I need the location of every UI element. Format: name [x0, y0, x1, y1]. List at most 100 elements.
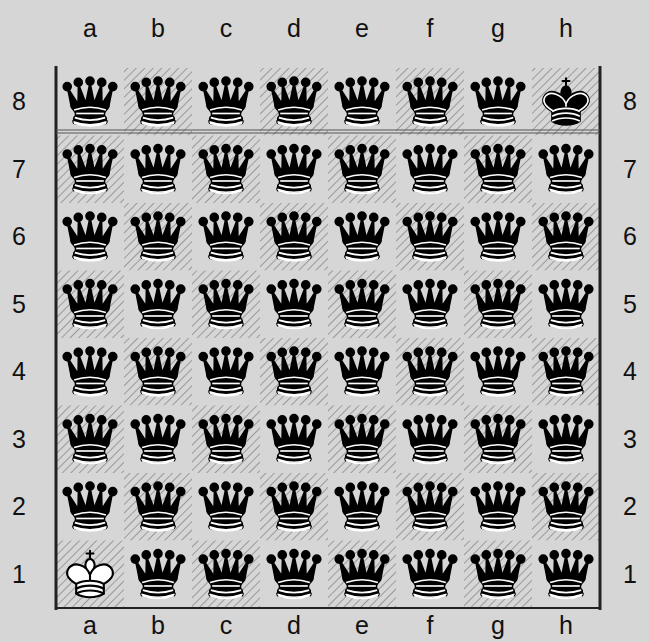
black-queen: [335, 280, 388, 329]
light-square: [464, 473, 532, 541]
black-queen: [199, 550, 252, 599]
black-queen: [267, 280, 320, 329]
black-queen: [63, 145, 116, 194]
black-king: [543, 78, 589, 124]
black-queen: [539, 482, 592, 531]
black-queen: [471, 550, 524, 599]
dark-square: [192, 136, 260, 204]
dark-square: [464, 136, 532, 204]
rank-label: 1: [623, 562, 637, 587]
white-king: [67, 551, 113, 597]
black-queen: [539, 280, 592, 329]
light-square: [464, 338, 532, 406]
rank-label: 2: [623, 494, 637, 519]
black-queen: [199, 482, 252, 531]
dark-square: [328, 271, 396, 339]
black-queen: [199, 145, 252, 194]
dark-square: [124, 203, 192, 271]
file-label: h: [559, 16, 573, 41]
light-square: [260, 541, 328, 609]
black-queen: [539, 415, 592, 464]
rank-label: 3: [12, 427, 26, 452]
black-queen: [539, 145, 592, 194]
rank-label: 4: [12, 359, 26, 384]
light-square: [328, 203, 396, 271]
light-square: [260, 271, 328, 339]
black-queen: [199, 280, 252, 329]
black-queen: [471, 212, 524, 261]
rank-label: 4: [623, 359, 637, 384]
black-queen: [267, 347, 320, 396]
rank-label: 3: [623, 427, 637, 452]
light-square: [56, 68, 124, 136]
dark-square: [56, 271, 124, 339]
dark-square: [260, 68, 328, 136]
black-queen: [199, 347, 252, 396]
light-square: [396, 541, 464, 609]
file-label: d: [287, 16, 301, 41]
rank-label: 5: [623, 292, 637, 317]
light-square: [56, 203, 124, 271]
file-label: f: [427, 613, 434, 638]
dark-square: [124, 338, 192, 406]
light-square: [532, 406, 600, 474]
black-queen: [403, 280, 456, 329]
dark-square: [396, 203, 464, 271]
rank-label: 1: [12, 562, 26, 587]
dark-square: [328, 136, 396, 204]
light-square: [396, 136, 464, 204]
rank-label: 6: [623, 224, 637, 249]
black-queen: [63, 212, 116, 261]
light-square: [328, 473, 396, 541]
light-square: [464, 203, 532, 271]
rank-label: 7: [623, 157, 637, 182]
black-queen: [199, 415, 252, 464]
light-square: [124, 406, 192, 474]
black-queen: [471, 482, 524, 531]
dark-square: [464, 541, 532, 609]
file-label: a: [83, 613, 97, 638]
black-queen: [539, 212, 592, 261]
file-label: b: [151, 16, 165, 41]
file-label: g: [491, 613, 505, 638]
board-frame: [56, 66, 600, 610]
black-queen: [403, 347, 456, 396]
black-queen: [131, 482, 184, 531]
black-queen: [267, 415, 320, 464]
black-queen: [335, 347, 388, 396]
light-square: [532, 541, 600, 609]
black-queen: [267, 145, 320, 194]
rank-label: 5: [12, 292, 26, 317]
file-label: c: [220, 16, 233, 41]
black-queen: [471, 77, 524, 126]
light-square: [260, 406, 328, 474]
black-queen: [539, 347, 592, 396]
black-queen: [335, 77, 388, 126]
light-square: [192, 473, 260, 541]
black-queen: [335, 145, 388, 194]
rank-label: 6: [12, 224, 26, 249]
black-queen: [403, 145, 456, 194]
dark-square: [532, 338, 600, 406]
black-queen: [63, 280, 116, 329]
black-queen: [403, 550, 456, 599]
black-queen: [131, 347, 184, 396]
black-queen: [131, 280, 184, 329]
black-queen: [471, 415, 524, 464]
light-square: [56, 473, 124, 541]
black-queen: [403, 212, 456, 261]
black-queen: [335, 482, 388, 531]
light-square: [192, 68, 260, 136]
rank-label: 2: [12, 494, 26, 519]
black-queen: [131, 77, 184, 126]
light-square: [192, 338, 260, 406]
black-queen: [63, 482, 116, 531]
black-queen: [403, 482, 456, 531]
light-square: [328, 338, 396, 406]
dark-square: [396, 338, 464, 406]
dark-square: [464, 271, 532, 339]
file-label: h: [559, 613, 573, 638]
dark-square: [532, 473, 600, 541]
light-square: [124, 541, 192, 609]
